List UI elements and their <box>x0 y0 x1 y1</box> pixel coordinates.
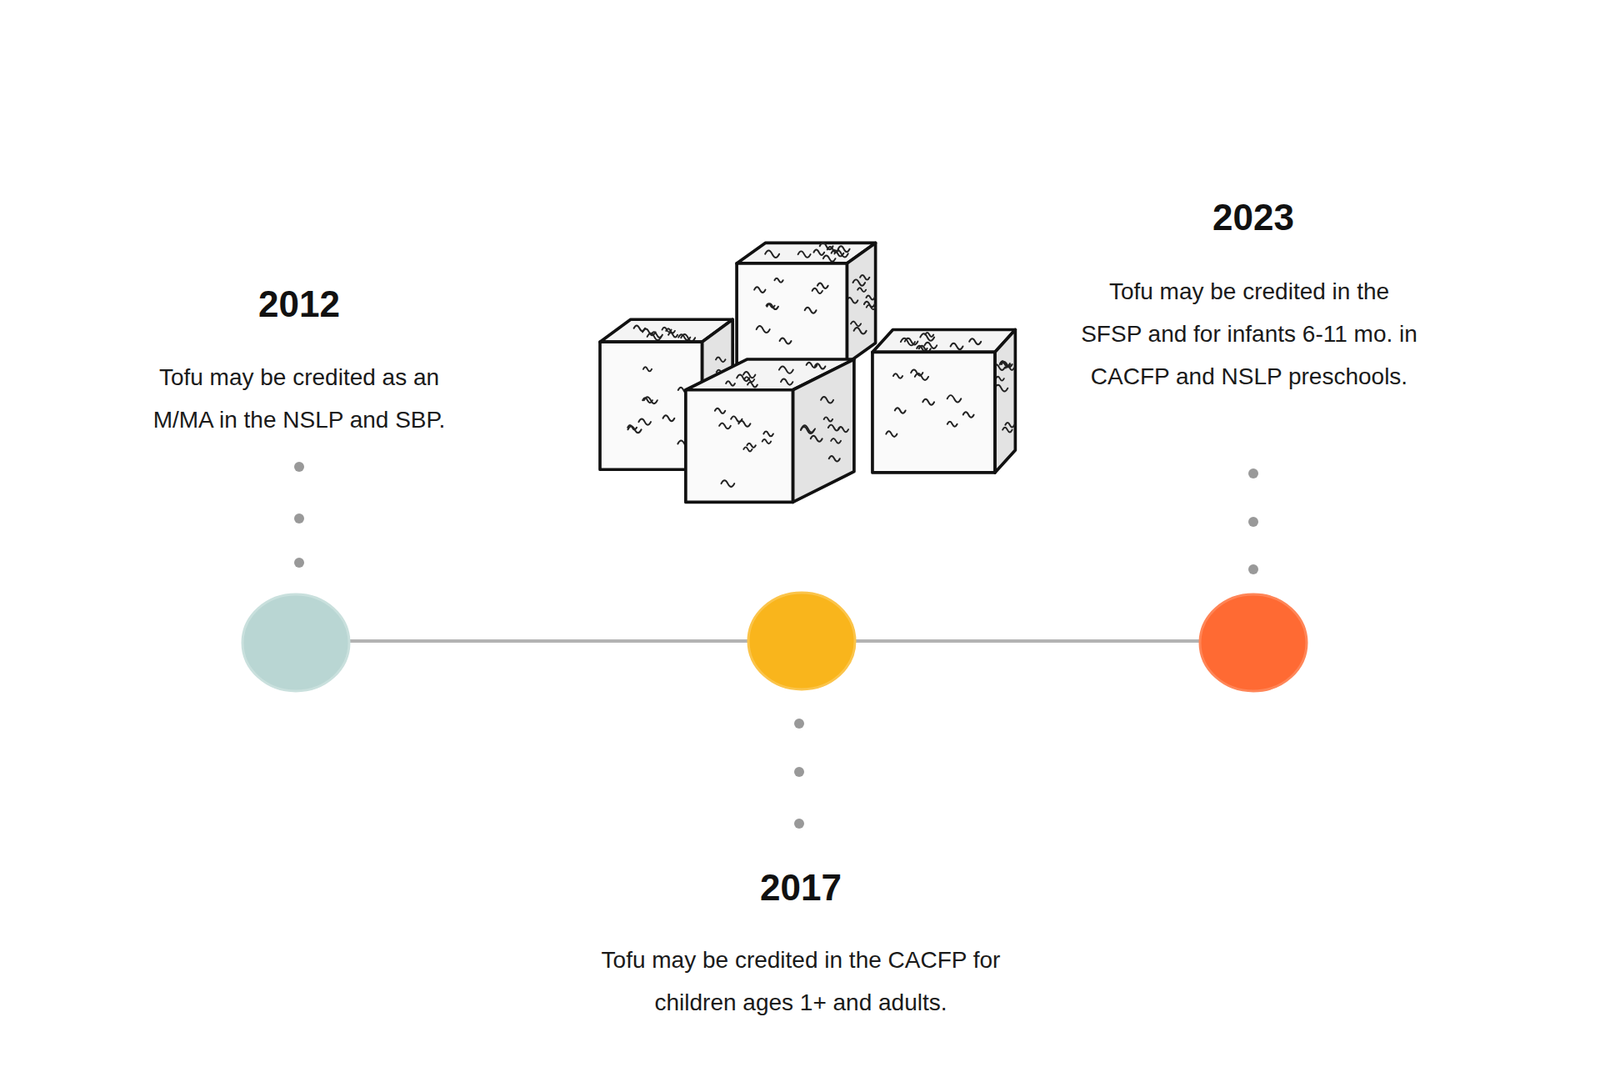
tofu-texture <box>813 250 825 255</box>
tofu-texture <box>857 287 866 292</box>
tofu-texture <box>850 320 861 326</box>
tofu-texture <box>885 430 897 437</box>
tofu-texture <box>662 327 672 333</box>
tofu-texture <box>647 333 662 340</box>
tofu-texture <box>860 275 870 280</box>
year-heading: 2012 <box>124 285 475 323</box>
tofu-texture <box>830 438 841 444</box>
tofu-texture <box>744 376 755 382</box>
tofu-texture <box>829 455 840 462</box>
tofu-texture <box>824 416 833 421</box>
tofu-texture <box>827 246 839 253</box>
milestone-text: Tofu may be credited as an M/MA in the N… <box>128 355 470 441</box>
tofu-texture <box>738 420 750 427</box>
tofu-texture <box>746 443 755 448</box>
dotted-leader <box>294 461 1259 829</box>
tofu-texture <box>765 250 780 257</box>
tofu-texture <box>627 425 641 433</box>
tofu-texture <box>1002 427 1012 433</box>
tofu-texture <box>743 446 752 451</box>
tofu-face <box>792 359 854 502</box>
year-heading: 2023 <box>1078 199 1429 236</box>
tofu-face <box>736 263 847 364</box>
tofu-face <box>685 390 794 503</box>
tofu-texture <box>947 395 962 402</box>
timeline-dot <box>242 594 350 691</box>
tofu-texture <box>995 376 1005 381</box>
tofu-texture <box>895 407 906 413</box>
tofu-texture <box>715 357 725 363</box>
tofu-texture <box>820 396 834 404</box>
tofu-texture <box>805 307 817 314</box>
tofu-texture <box>663 415 675 421</box>
tofu-texture <box>893 373 903 379</box>
year-heading: 2017 <box>625 869 976 906</box>
tofu-texture <box>812 288 823 294</box>
tofu-texture <box>1005 422 1015 427</box>
tofu-texture <box>865 295 875 300</box>
tofu-texture <box>963 411 975 417</box>
tofu-cube <box>736 242 876 364</box>
tofu-texture <box>720 480 735 487</box>
tofu-texture <box>754 286 765 293</box>
tofu-texture <box>817 283 829 289</box>
tofu-texture <box>854 327 867 335</box>
tofu-texture <box>715 408 725 414</box>
tofu-texture <box>719 422 731 429</box>
timeline-dot <box>1200 594 1307 691</box>
tofu-texture <box>756 325 770 333</box>
tofu-texture <box>763 431 774 437</box>
tofu-texture <box>853 279 866 285</box>
tofu-texture <box>995 385 1009 392</box>
tofu-face <box>872 330 1015 353</box>
tofu-texture <box>642 397 653 403</box>
tofu-texture <box>810 435 823 442</box>
timeline-dot <box>748 592 855 690</box>
tofu-texture <box>779 365 794 373</box>
tofu-texture <box>780 338 792 345</box>
milestone-text: Tofu may be credited in the CACFP for ch… <box>588 938 1014 1024</box>
tofu-texture <box>643 366 652 371</box>
tofu-face <box>846 242 875 363</box>
tofu-illustration <box>600 242 1015 502</box>
tofu-texture <box>766 303 779 310</box>
tofu-texture <box>925 332 934 337</box>
tofu-texture <box>806 362 818 368</box>
tofu-texture <box>838 245 850 252</box>
tofu-texture <box>747 382 758 388</box>
tofu-texture <box>774 278 783 283</box>
tofu-texture <box>910 370 923 376</box>
tofu-texture <box>762 439 771 444</box>
tofu-texture <box>905 338 919 345</box>
tofu-texture <box>725 380 735 385</box>
tofu-texture <box>780 379 793 385</box>
tofu-texture <box>924 342 937 349</box>
tofu-texture <box>828 425 840 431</box>
tofu-texture <box>922 399 935 405</box>
milestone-text: Tofu may be credited in the SFSP and for… <box>1080 270 1419 398</box>
tofu-texture <box>950 343 964 350</box>
tofu-texture <box>668 332 678 337</box>
tofu-texture <box>800 425 815 432</box>
tofu-texture <box>969 338 981 345</box>
tofu-cube <box>872 330 1015 473</box>
tofu-texture <box>947 421 958 427</box>
tofu-texture <box>634 325 645 331</box>
tofu-texture <box>1001 361 1013 367</box>
tofu-texture <box>638 418 651 425</box>
tofu-texture <box>680 334 695 341</box>
tofu-texture <box>864 301 875 307</box>
tofu-face <box>872 351 995 472</box>
tofu-texture <box>766 303 775 308</box>
tofu-cube <box>685 359 855 502</box>
tofu-face <box>995 330 1015 473</box>
tofu-texture <box>823 255 836 262</box>
tofu-texture <box>798 250 811 257</box>
